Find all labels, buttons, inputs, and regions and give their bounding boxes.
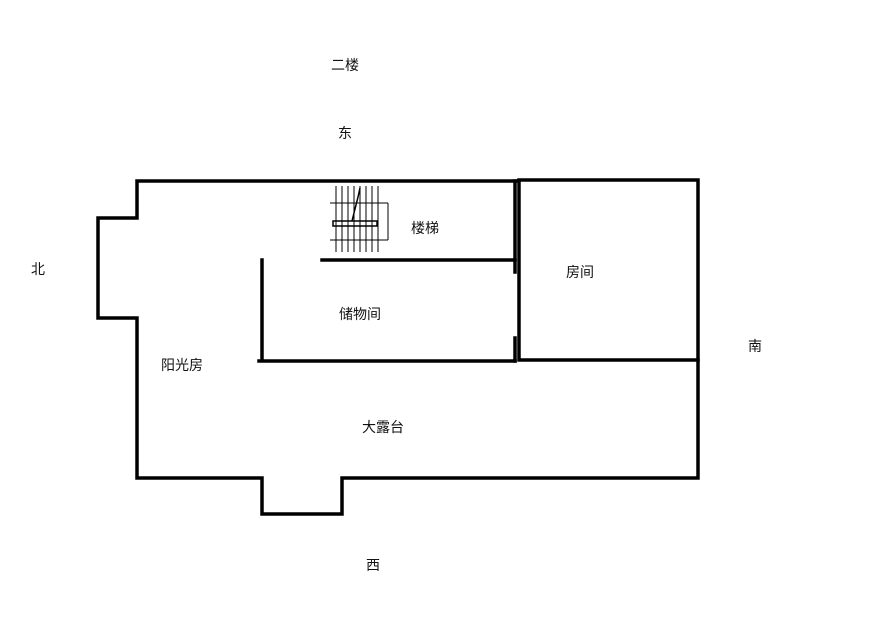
direction-north: 北 <box>31 262 45 278</box>
stairs-icon <box>330 186 389 252</box>
bedroom-walls <box>517 178 700 362</box>
room-label-terrace: 大露台 <box>362 420 404 436</box>
direction-west: 西 <box>366 558 380 574</box>
room-label-stairs: 楼梯 <box>411 221 439 237</box>
direction-south: 南 <box>748 339 762 355</box>
room-label-sunroom: 阳光房 <box>161 358 203 374</box>
outer-wall <box>96 179 700 516</box>
room-label-storage: 储物间 <box>339 307 381 323</box>
floor-title: 二楼 <box>331 58 359 74</box>
room-label-bedroom: 房间 <box>566 265 594 281</box>
direction-east: 东 <box>338 126 352 142</box>
